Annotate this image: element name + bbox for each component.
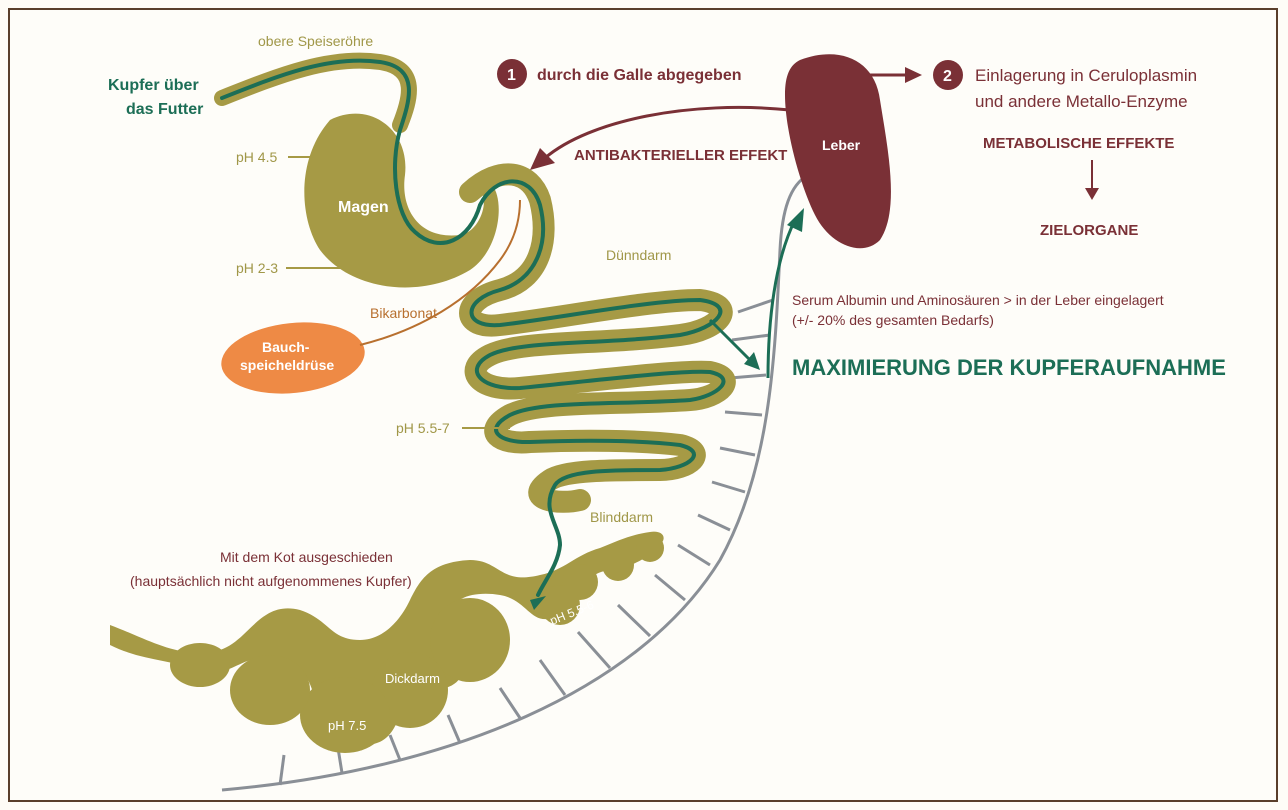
colon-bump: [300, 677, 390, 753]
colon-bump: [230, 655, 310, 725]
copper-feed-label-1: Kupfer über: [108, 77, 199, 94]
pancreas-label-2: speicheldrüse: [240, 357, 334, 373]
antibacterial-label: ANTIBAKTERIELLER EFFEKT: [574, 147, 787, 164]
metabolic-label: METABOLISCHE EFFEKTE: [983, 135, 1174, 152]
bicarbonate-label: Bikarbonat: [370, 305, 437, 321]
ph557-label: pH 5.5-7: [396, 420, 450, 436]
colon-bump: [602, 549, 634, 581]
small-intestine-label: Dünndarm: [606, 247, 671, 263]
colon-bump: [170, 643, 230, 687]
liver-label: Leber: [822, 137, 861, 153]
ph45-label: pH 4.5: [236, 149, 277, 165]
ph75-label: pH 7.5: [328, 718, 366, 733]
step1-number: 1: [507, 67, 516, 84]
colon-label: Dickdarm: [385, 671, 440, 686]
upper-esophagus-label: obere Speiseröhre: [258, 33, 373, 49]
colon-bump: [430, 598, 510, 682]
pancreas-label-1: Bauch-: [262, 339, 310, 355]
serum-label-1: Serum Albumin und Aminosäuren > in der L…: [792, 292, 1164, 308]
stomach-label: Magen: [338, 199, 389, 216]
serum-label-2: (+/- 20% des gesamten Bedarfs): [792, 312, 994, 328]
metabolic-arrowhead: [1085, 188, 1099, 200]
ph23-label: pH 2-3: [236, 260, 278, 276]
excreted-label-1: Mit dem Kot ausgeschieden: [220, 549, 393, 565]
maximize-label: MAXIMIERUNG DER KUPFERAUFNAHME: [792, 355, 1226, 380]
storage-arrowhead: [905, 67, 922, 83]
esophagus-band: [222, 61, 409, 125]
small-intestine-band: [470, 174, 725, 501]
cecum-label: Blinddarm: [590, 509, 653, 525]
step1-text: durch die Galle abgegeben: [537, 67, 742, 84]
colon-bump: [636, 534, 664, 562]
target-organs-label: ZIELORGANE: [1040, 222, 1138, 239]
step2-line-1: Einlagerung in Ceruloplasmin: [975, 66, 1197, 85]
absorption-arrow-right: [710, 320, 752, 362]
copper-feed-label-2: das Futter: [126, 101, 203, 118]
excreted-label-2: (hauptsächlich nicht aufgenommenes Kupfe…: [130, 573, 412, 589]
step2-number: 2: [943, 68, 952, 85]
step2-line-2: und andere Metallo-Enzyme: [975, 92, 1188, 111]
